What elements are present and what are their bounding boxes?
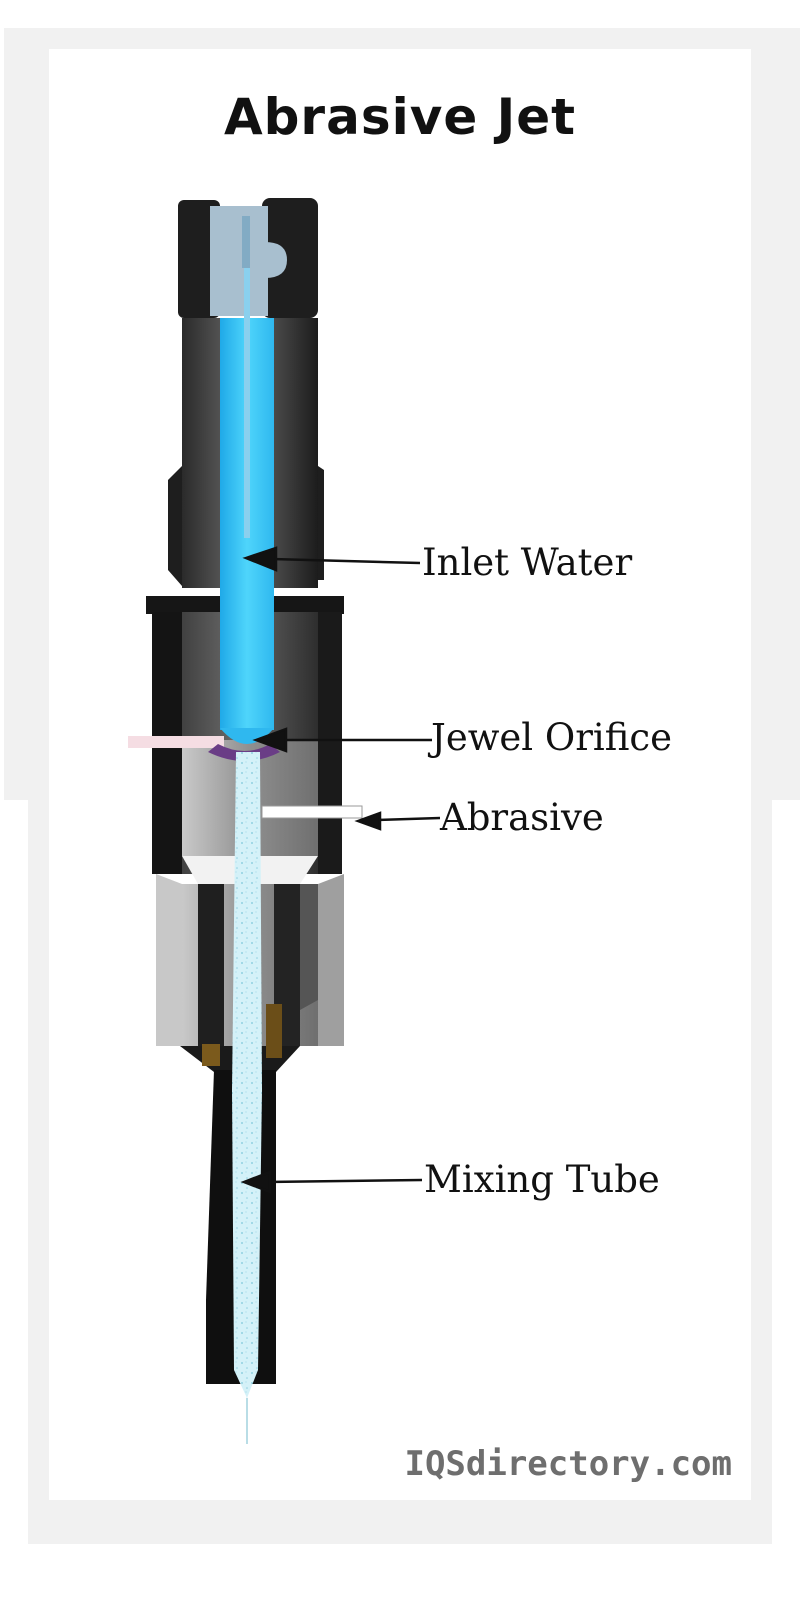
label-jewel-orifice: Jewel Orifice [431,716,673,759]
brass-seal-left [202,1044,220,1066]
abrasive-arrow [354,811,441,831]
abrasive-water-stream [232,752,262,1398]
water-column [220,216,274,744]
abrasive-inlet-channel [261,805,363,819]
site-watermark: IQSdirectory.com [404,1444,732,1484]
label-abrasive: Abrasive [440,796,604,839]
diagram-title: Abrasive Jet [223,88,577,146]
inlet-water-arrow [242,546,421,572]
label-inlet-water: Inlet Water [422,541,633,584]
jewel-orifice-arrow [252,727,432,753]
label-mixing-tube: Mixing Tube [424,1158,660,1201]
mixing-tube-arrow [240,1170,423,1194]
brass-seal-right [266,1004,282,1058]
